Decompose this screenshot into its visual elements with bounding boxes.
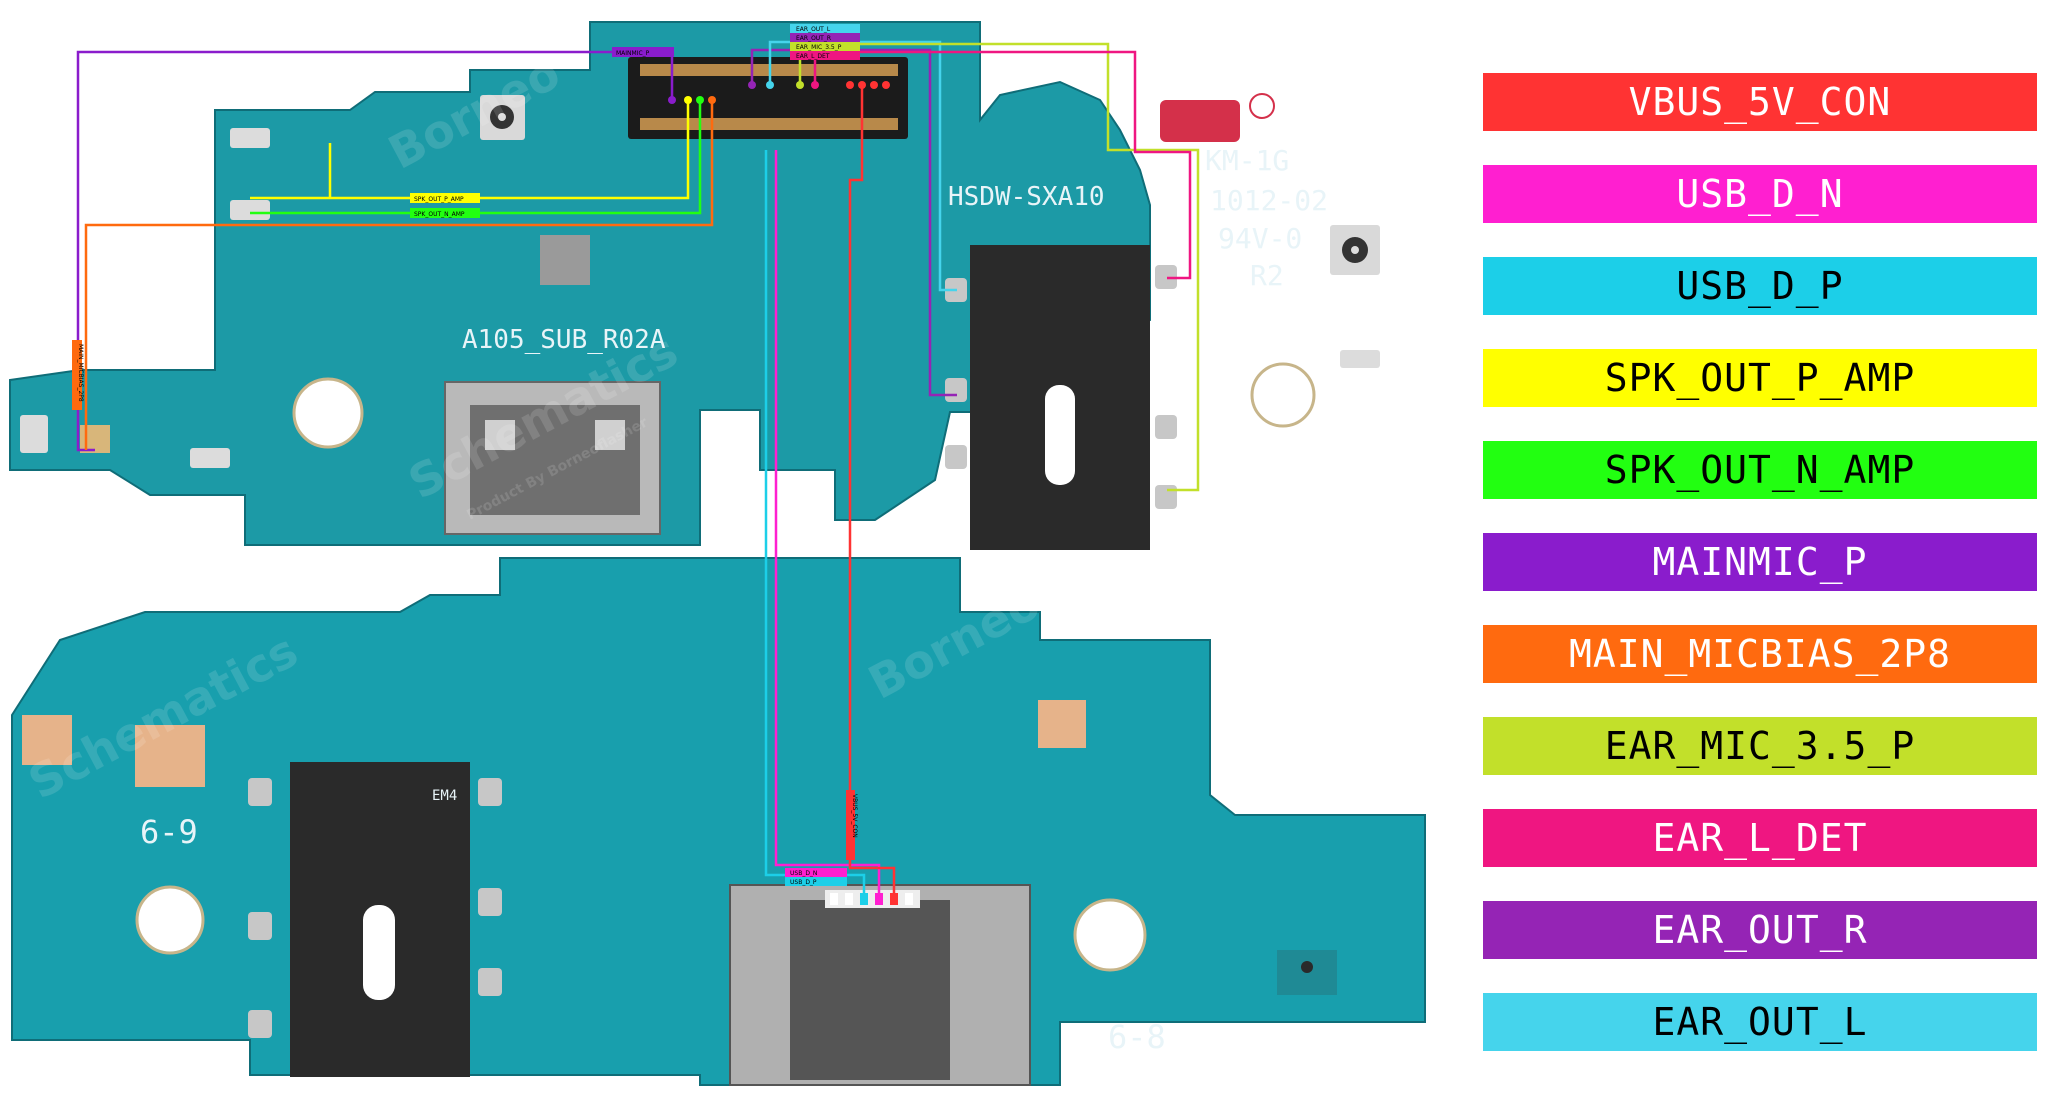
label-6-9-text: 6-9 [140,813,198,851]
bottom-usb-c-port [729,884,1031,1086]
top-small-components [20,128,1380,468]
legend-item-usb-d-p: USB_D_P [1483,257,2037,315]
legend-item-spk-out-n-amp: SPK_OUT_N_AMP [1483,441,2037,499]
board-name-text: A105_SUB_R02A [462,325,666,355]
bottom-copper-pads [22,700,1086,787]
net-traces [76,40,1200,893]
tag-ear-mic: EAR_MIC_3.5_P [796,44,842,51]
trace-spk-n [250,100,702,215]
bottom-board [11,557,1426,1086]
top-usb-c-port [444,381,661,535]
ul-logo [1160,93,1275,142]
trace-micbias [84,100,714,450]
legend-item-main-micbias-2p8: MAIN_MICBIAS_2P8 [1483,625,2037,683]
tag-usb-dn: USB_D_N [790,870,817,877]
trace-mainmic-p [76,50,674,452]
pcb-diagram: A105_SUB_R02A HSDW-SXA10 KM-1G 1012-02 9… [9,21,1426,1086]
legend-item-ear-out-l: EAR_OUT_L [1483,993,2037,1051]
tag-ear-out-r: EAR_OUT_R [796,35,831,42]
tag-micbias: MAIN_MICBIAS_2P8 [77,344,84,402]
tag-ear-out-l: EAR_OUT_L [796,26,831,33]
tag-spk-p: SPK_OUT_P_AMP [414,196,464,203]
trace-spk-p [250,100,690,200]
top-coax-connector-left [480,95,525,140]
trace-vbus [848,85,896,893]
legend-item-mainmic-p: MAINMIC_P [1483,533,2037,591]
top-audio-jack [945,245,1177,550]
top-mount-hole-left [292,377,364,449]
bottom-mount-hole-left [135,885,205,955]
bottom-test-pad [1277,950,1337,995]
label-6-8-text: 6-8 [1108,1018,1166,1056]
legend-item-spk-out-p-amp: SPK_OUT_P_AMP [1483,349,2037,407]
tag-mainmic: MAINMIC_P [616,50,650,57]
marking-line1: KM-1G [1205,144,1289,177]
jack-marking-text: EM4 [432,788,457,804]
legend-item-ear-mic-3-5-p: EAR_MIC_3.5_P [1483,717,2037,775]
marking-line4: R2 [1250,259,1284,292]
trace-usb-dn [774,150,881,893]
net-legend: VBUS_5V_CON USB_D_N USB_D_P SPK_OUT_P_AMP SP… [1483,73,2037,1085]
top-mount-hole-right [1250,362,1316,428]
marking-line3: 94V-0 [1218,222,1302,255]
tag-spk-n: SPK_OUT_N_AMP [414,211,465,218]
legend-item-ear-out-r: EAR_OUT_R [1483,901,2037,959]
bottom-mount-hole-right [1073,898,1147,972]
net-tags: MAINMIC_P SPK_OUT_P_AMP SPK_OUT_N_AMP EA… [72,24,860,886]
legend-item-vbus-5v-con: VBUS_5V_CON [1483,73,2037,131]
tag-vbus: VBUS_5V_CON [851,794,858,838]
trace-ear-out-l [768,40,957,292]
legend-item-ear-l-det: EAR_L_DET [1483,809,2037,867]
tag-usb-dp: USB_D_P [790,879,817,886]
bottom-audio-jack: EM4 [248,762,502,1077]
trace-ear-out-r [750,48,957,397]
part-code-text: HSDW-SXA10 [948,182,1105,212]
legend-item-usb-d-n: USB_D_N [1483,165,2037,223]
marking-line2: 1012-02 [1210,184,1328,217]
top-coax-connector-right [1330,225,1380,275]
tag-ear-l-det: EAR_L_DET [796,53,830,60]
